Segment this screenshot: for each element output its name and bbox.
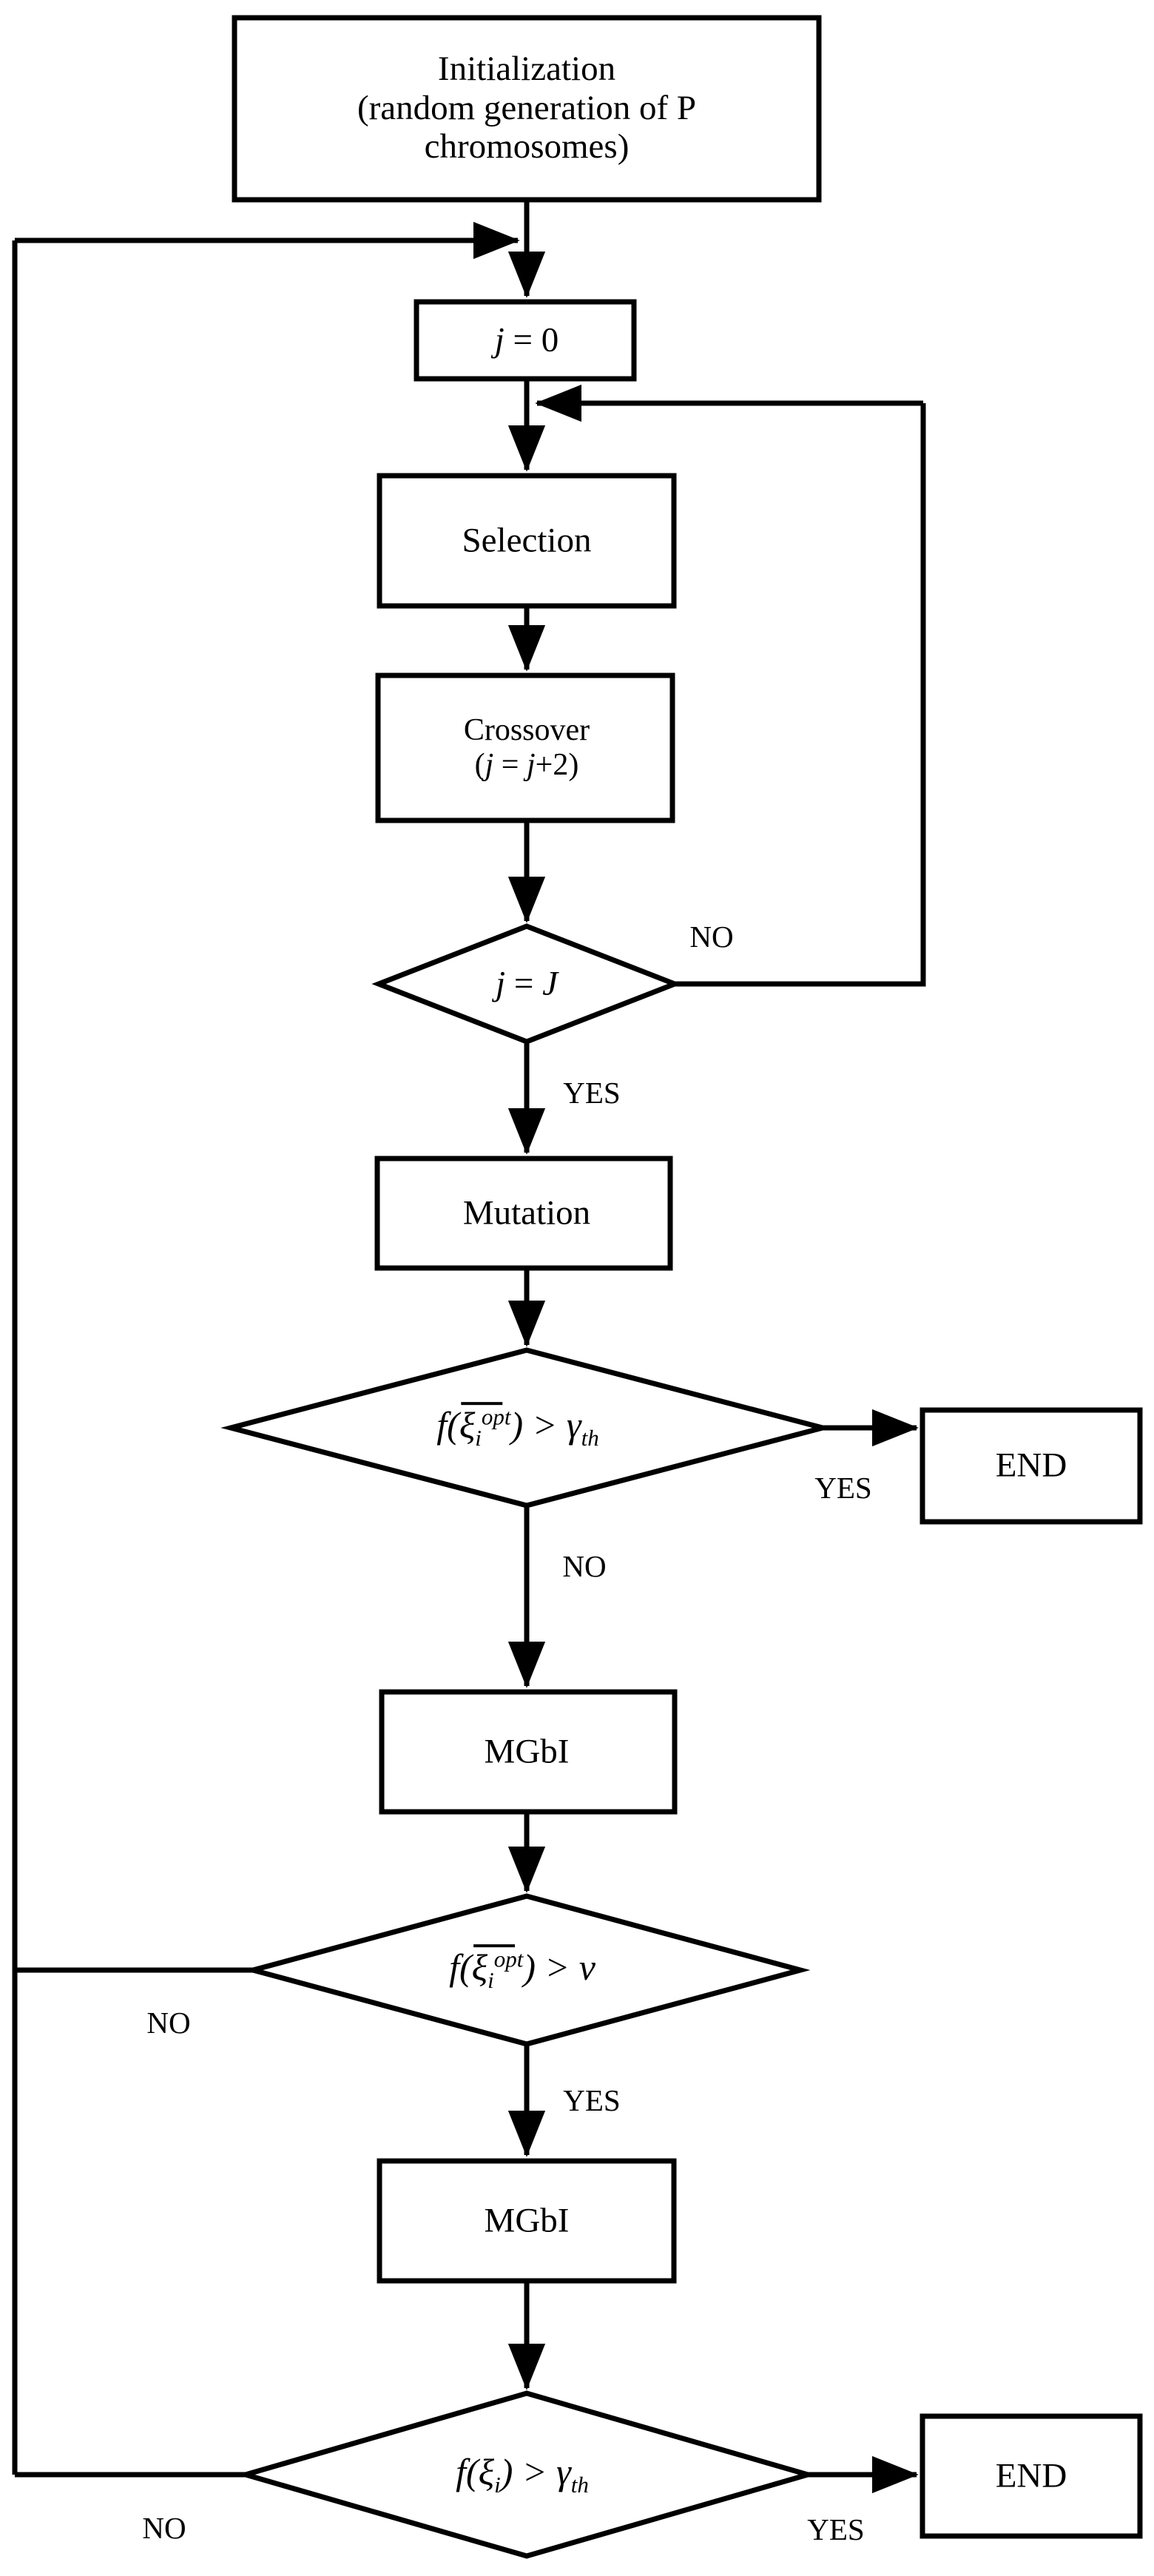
branch-label-fopt-nu-yes: YES <box>563 2083 621 2118</box>
branch-label-fopt-gamma-no: NO <box>562 1549 607 1584</box>
fg-f: f <box>456 2451 466 2493</box>
fg-close: ) <box>500 2451 513 2493</box>
fog-gamma: γ <box>566 1404 581 1446</box>
label-selection: Selection <box>462 521 592 560</box>
node-mgbi-2 <box>377 2158 677 2284</box>
crossover-tail: +2) <box>535 748 579 782</box>
fon-sub: i <box>487 1967 494 1994</box>
label-initialization: Initialization (random generation of P c… <box>357 50 696 166</box>
fog-gamma-sub: th <box>581 1425 599 1451</box>
label-crossover: Crossover (j = j+2) <box>464 713 590 783</box>
node-end-2 <box>920 2413 1143 2539</box>
fg-gamma-sub: th <box>570 2472 589 2498</box>
branch-label-decision-j-yes: YES <box>563 1076 621 1110</box>
crossover-line-1: Crossover <box>463 712 590 747</box>
j-init-var: j <box>494 320 505 360</box>
fon-f: f <box>449 1946 459 1989</box>
node-initialization <box>232 15 822 203</box>
decision-j-eq: = <box>505 964 543 1003</box>
j-init-value: = 0 <box>504 320 559 360</box>
branch-label-fopt-nu-no: NO <box>146 2006 191 2040</box>
init-line-1: Initialization <box>437 50 616 89</box>
label-mgbi-1: MGbI <box>484 1732 570 1771</box>
fg-op: > <box>513 2451 557 2493</box>
init-line-3: chromosomes) <box>424 127 630 166</box>
node-crossover <box>375 672 675 823</box>
branch-label-fopt-gamma-yes: YES <box>814 1471 872 1506</box>
fon-nu: v <box>578 1946 595 1989</box>
node-mutation <box>374 1156 673 1271</box>
label-end-2: END <box>995 2456 1067 2495</box>
fog-sub: i <box>475 1425 482 1451</box>
crossover-paren-open: ( <box>474 748 485 782</box>
crossover-eq: = <box>493 748 527 782</box>
label-mutation: Mutation <box>462 1193 591 1233</box>
fog-f: f <box>436 1404 448 1446</box>
branch-label-f-gamma-no: NO <box>142 2511 186 2546</box>
fog-xi: ξ <box>459 1404 476 1446</box>
node-end-1 <box>920 1407 1143 1525</box>
fon-xi: ξ <box>471 1946 488 1989</box>
fon-open: ( <box>459 1946 472 1989</box>
fg-sub: i <box>494 2472 501 2498</box>
fg-open: ( <box>465 2451 479 2493</box>
fog-op: > <box>523 1404 567 1446</box>
label-decision-j: j = J <box>496 965 558 1004</box>
branch-label-decision-j-no: NO <box>689 920 734 954</box>
fog-sup: opt <box>481 1403 511 1430</box>
label-decision-f-gamma: f(ξi) > γth <box>456 2451 589 2498</box>
crossover-j2: j <box>526 748 536 782</box>
fon-op: > <box>535 1946 579 1989</box>
node-mgbi-1 <box>379 1689 678 1815</box>
crossover-line-2: (j = j+2) <box>464 748 590 783</box>
node-decision-f-gt-gamma <box>236 2390 817 2559</box>
edge-decision-j-no <box>675 403 926 987</box>
label-end-1: END <box>995 1446 1067 1485</box>
fog-close: ) <box>510 1404 524 1446</box>
fon-sup: opt <box>493 1946 524 1972</box>
branch-label-f-gamma-yes: YES <box>807 2512 865 2547</box>
init-line-2: (random generation of P <box>357 88 697 127</box>
crossover-j1: j <box>485 748 494 782</box>
decision-j-rhs: J <box>542 964 558 1003</box>
decision-j-lhs: j <box>496 964 506 1003</box>
fg-xi: ξ <box>478 2451 495 2493</box>
label-decision-fopt-nu: f(ξiopt) > v <box>449 1943 595 1994</box>
label-mgbi-2: MGbI <box>484 2201 570 2240</box>
fon-close: ) <box>523 1946 536 1989</box>
fog-open: ( <box>447 1404 459 1446</box>
fg-gamma: γ <box>556 2451 571 2493</box>
label-j-init: j = 0 <box>495 321 559 360</box>
label-decision-fopt-gamma: f(ξiopt) > γth <box>436 1401 599 1451</box>
